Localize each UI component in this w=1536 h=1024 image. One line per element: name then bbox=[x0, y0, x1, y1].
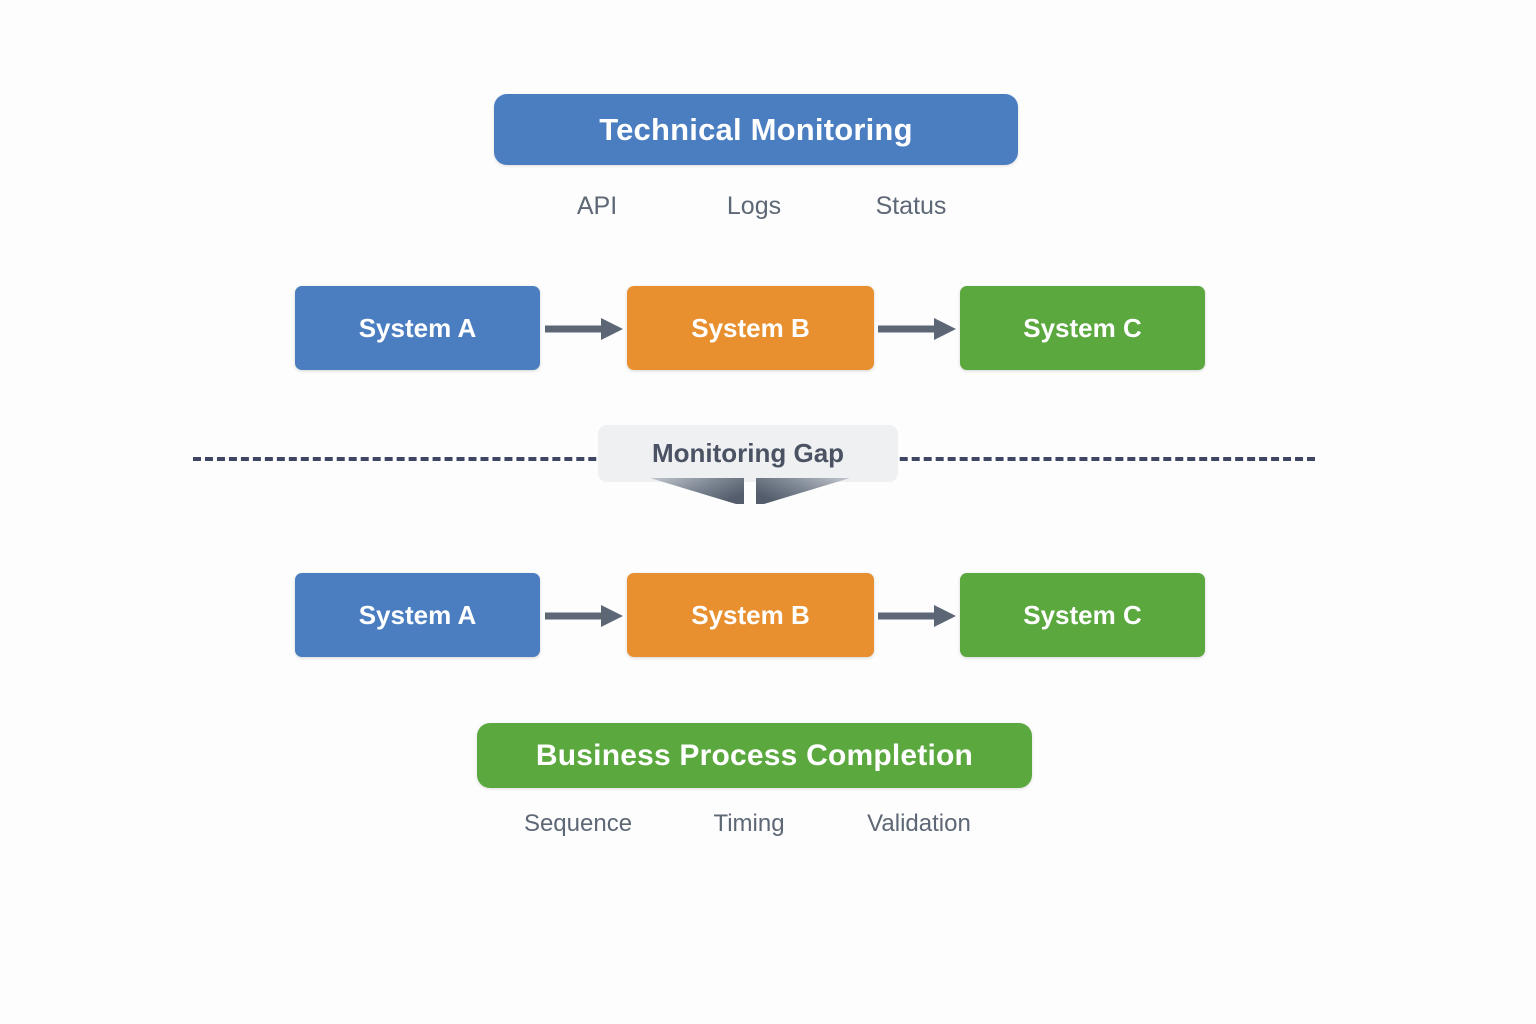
technical-box-label: System C bbox=[1023, 312, 1142, 343]
monitoring-gap-label: Monitoring Gap bbox=[651, 438, 845, 468]
business-box-system-c: System C bbox=[960, 573, 1205, 657]
business-sublabel-0: Sequence bbox=[523, 810, 633, 837]
business-box-label: System A bbox=[358, 599, 477, 630]
technical-sublabel-1: Logs bbox=[726, 191, 782, 220]
technical-box-label: System A bbox=[358, 312, 477, 343]
business-flow-arrow-icon-1 bbox=[878, 603, 956, 629]
technical-monitoring-sublabels: API Logs Status bbox=[0, 189, 1536, 223]
business-flow-arrow-icon-0 bbox=[545, 603, 623, 629]
business-process-completion-banner: Business Process Completion bbox=[477, 723, 1032, 788]
technical-box-system-c: System C bbox=[960, 286, 1205, 370]
business-box-label: System C bbox=[1023, 599, 1142, 630]
business-sublabel-1: Timing bbox=[713, 810, 785, 837]
technical-flow-arrow-icon-0 bbox=[545, 316, 623, 342]
technical-flow-arrow-icon-1 bbox=[878, 316, 956, 342]
business-box-label: System B bbox=[691, 599, 810, 630]
technical-sublabel-0: API bbox=[576, 191, 618, 220]
technical-box-system-a: System A bbox=[295, 286, 540, 370]
converging-arrows-icon bbox=[650, 478, 850, 504]
technical-box-label: System B bbox=[691, 312, 810, 343]
business-sublabel-2: Validation bbox=[867, 810, 971, 837]
technical-monitoring-title: Technical Monitoring bbox=[599, 111, 913, 147]
business-process-completion-title: Business Process Completion bbox=[535, 738, 974, 772]
business-box-system-a: System A bbox=[295, 573, 540, 657]
business-process-sublabels: Sequence Timing Validation bbox=[0, 807, 1536, 841]
monitoring-gap-pill: Monitoring Gap bbox=[598, 425, 898, 482]
technical-box-system-b: System B bbox=[627, 286, 874, 370]
business-box-system-b: System B bbox=[627, 573, 874, 657]
technical-monitoring-banner: Technical Monitoring bbox=[494, 94, 1018, 165]
technical-sublabel-2: Status bbox=[875, 191, 947, 220]
gap-converging-arrows bbox=[648, 470, 852, 508]
